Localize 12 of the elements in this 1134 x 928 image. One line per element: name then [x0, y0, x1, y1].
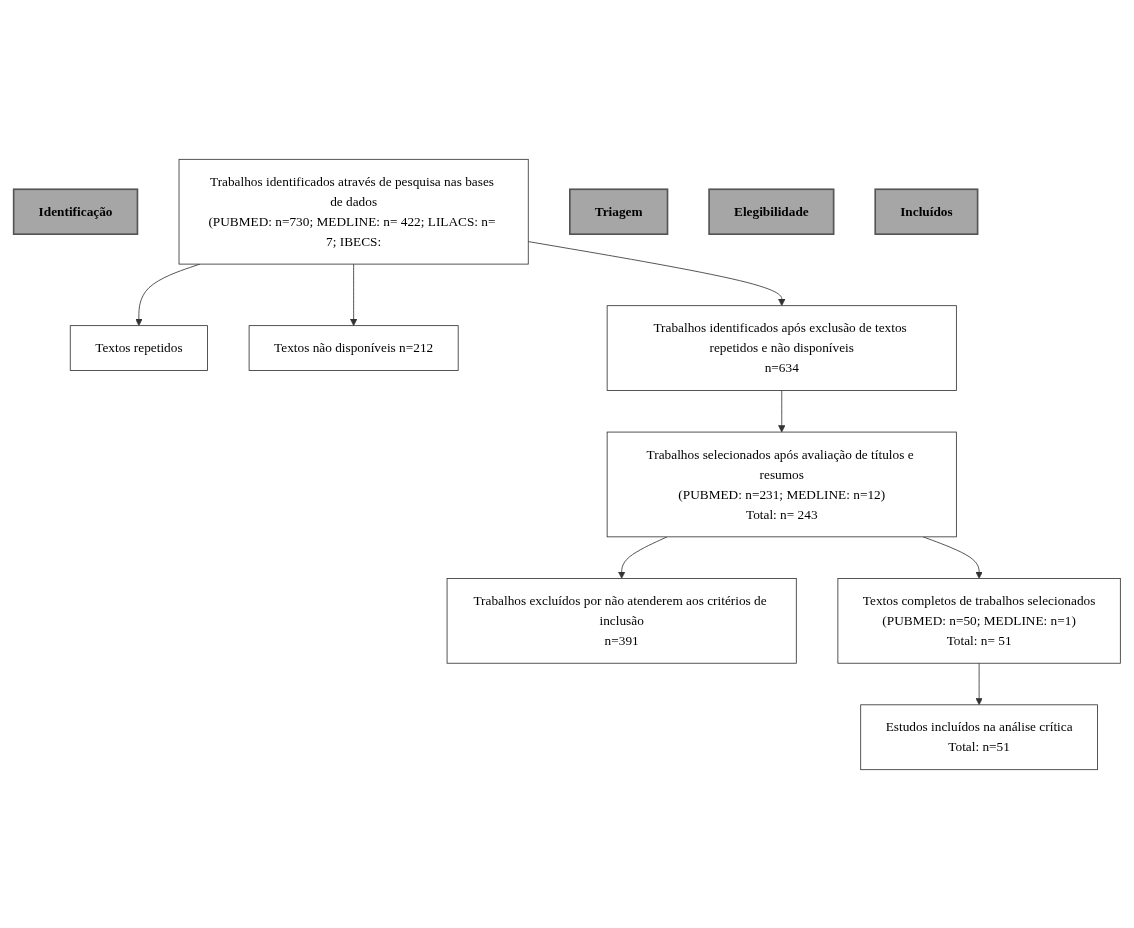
- node-box: Triagem: [569, 187, 669, 235]
- node-box: Elegibilidade: [708, 187, 835, 235]
- node-box: Trabalhos selecionados após avaliação de títulos e resumos (PUBMED: n=231; MEDLINE: n=12) Total: n= 243: [606, 431, 957, 537]
- node-box: Trabalhos identificados através de pesquisa nas bases de dados (PUBMED: n=730; MEDLINE: n= 422; LILACS: n= 7; IBECS:: [178, 158, 529, 264]
- node-box: Incluídos: [874, 187, 979, 235]
- node-box: Trabalhos identificados após exclusão de textos repetidos e não disponíveis n=634: [606, 304, 957, 391]
- node-box: Textos completos de trabalhos selecionados (PUBMED: n=50; MEDLINE: n=1) Total: n= 51: [837, 577, 1121, 664]
- node-box: Textos não disponíveis n=212: [248, 324, 459, 371]
- node-box: Textos repetidos: [69, 324, 208, 371]
- node-box: Trabalhos excluídos por não atenderem aos critérios de inclusão n=391: [446, 577, 797, 664]
- node-box: Estudos incluídos na análise crítica Total: n=51: [860, 703, 1098, 770]
- node-box: Identificação: [12, 187, 139, 235]
